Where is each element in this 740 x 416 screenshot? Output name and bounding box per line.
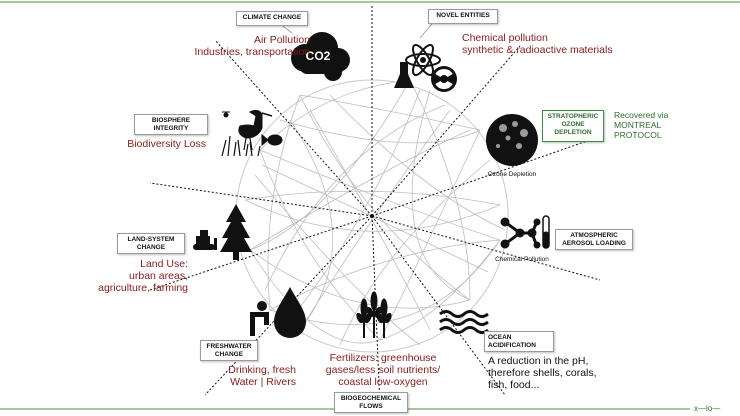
- ozone-caption: Ozone Depletion: [488, 171, 537, 178]
- novel-entities-line-1: Chemical pollution: [462, 32, 548, 44]
- biogeochemical-description: Fertilizers: greenhouse gases/less soil …: [308, 352, 458, 388]
- freshwater-title-line-2: CHANGE: [214, 351, 244, 358]
- ozone-line-3: PROTOCOL: [614, 130, 662, 140]
- ozone-title-line-1: STRATOPHERIC: [547, 113, 599, 120]
- land-title-line-1: LAND-SYSTEM: [127, 236, 175, 243]
- ozone-line-1: Recovered via: [614, 110, 669, 120]
- ozone-title-line-3: DEPLETION: [554, 129, 592, 136]
- co2-label: CO2: [306, 49, 331, 63]
- climate-change-box: CLIMATE CHANGE: [236, 11, 308, 26]
- land-line-3: agriculture, farming: [98, 282, 188, 294]
- aerosol-title-line-2: AEROSOL LOADING: [562, 240, 626, 247]
- tree-bulldozer-icon: [193, 204, 252, 260]
- ozone-depletion-box: STRATOPHERIC OZONE DEPLETION: [542, 110, 604, 142]
- land-line-1: Land Use:: [140, 258, 188, 270]
- climate-change-description: Air Pollution Industries, transportation: [160, 34, 310, 58]
- biosphere-line-1: Biodiversity Loss: [127, 138, 206, 150]
- interconnection-web: [244, 79, 506, 346]
- biogeochemical-line-3: coastal low-oxygen: [338, 376, 428, 388]
- land-system-description: Land Use: urban areas, agriculture, farm…: [70, 258, 188, 294]
- aerosol-caption: Chemical Pollution: [495, 256, 549, 263]
- aerosol-title-line-1: ATMOSPHERIC: [570, 232, 618, 239]
- land-title-line-2: CHANGE: [136, 244, 166, 251]
- ocean-title-line-1: OCEAN: [488, 334, 512, 341]
- ocean-acidification-box: OCEAN ACIDIFICATION: [484, 331, 554, 352]
- center-hub: [370, 214, 374, 218]
- biosphere-title-line-1: BIOSPHERE: [151, 117, 191, 124]
- biogeochemical-line-2: gases/less soil nutrients/: [325, 364, 441, 376]
- freshwater-line-2: Water | Rivers: [230, 376, 296, 388]
- land-system-change-box: LAND-SYSTEM CHANGE: [117, 233, 185, 254]
- wheat-icon: [356, 291, 392, 338]
- biogeochemical-line-1: Fertilizers: greenhouse: [329, 352, 437, 364]
- ozone-sphere-icon: [486, 114, 538, 166]
- ozone-description: Recovered via MONTREAL PROTOCOL: [614, 110, 694, 140]
- brand-logo: x—io—: [694, 404, 721, 413]
- biogeochemical-title-line-1: BIOGEOCHEMICAL: [340, 395, 402, 402]
- ocean-line-1: A reduction in the pH,: [488, 355, 589, 367]
- ocean-line-2: therefore shells, corals,: [488, 367, 597, 379]
- freshwater-line-1: Drinking, fresh: [228, 364, 296, 376]
- biogeochemical-flows-box: BIOGEOCHEMICAL FLOWS: [334, 392, 408, 413]
- novel-entities-description: Chemical pollution synthetic & radioacti…: [462, 32, 632, 56]
- biosphere-description: Biodiversity Loss: [100, 138, 206, 150]
- novel-entities-line-2: synthetic & radioactive materials: [462, 44, 613, 56]
- ocean-title-line-2: ACIDIFICATION: [488, 342, 536, 349]
- novel-entities-title: NOVEL ENTITIES: [436, 12, 490, 19]
- land-line-2: urban areas,: [129, 270, 188, 282]
- novel-entities-box: NOVEL ENTITIES: [428, 9, 498, 24]
- freshwater-description: Drinking, fresh Water | Rivers: [176, 364, 296, 388]
- water-drop-tap-icon: [250, 287, 306, 338]
- molecule-test-tube-icon: [500, 215, 550, 249]
- ocean-line-3: fish, food...: [488, 379, 540, 391]
- heron-fish-icon: [221, 109, 283, 157]
- biogeochemical-title-line-2: FLOWS: [359, 403, 383, 410]
- waves-icon: [439, 310, 489, 334]
- ozone-line-2: MONTREAL: [614, 120, 662, 130]
- biosphere-integrity-box: BIOSPHERE INTEGRITY: [134, 114, 208, 135]
- climate-change-line-1: Air Pollution: [253, 34, 310, 46]
- ozone-title-line-2: OZONE: [561, 121, 585, 128]
- aerosol-loading-box: ATMOSPHERIC AEROSOL LOADING: [555, 229, 633, 250]
- ocean-description: A reduction in the pH, therefore shells,…: [488, 355, 638, 391]
- co2-cloud-icon: [291, 32, 350, 81]
- atom-flask-radiation-icon: [394, 43, 457, 92]
- sector-spokes: [149, 5, 601, 409]
- climate-change-line-2: Industries, transportation: [194, 46, 310, 58]
- biosphere-title-line-2: INTEGRITY: [153, 125, 189, 132]
- climate-change-title: CLIMATE CHANGE: [242, 14, 302, 21]
- freshwater-title-line-1: FRESHWATER: [206, 343, 252, 350]
- freshwater-change-box: FRESHWATER CHANGE: [200, 340, 258, 361]
